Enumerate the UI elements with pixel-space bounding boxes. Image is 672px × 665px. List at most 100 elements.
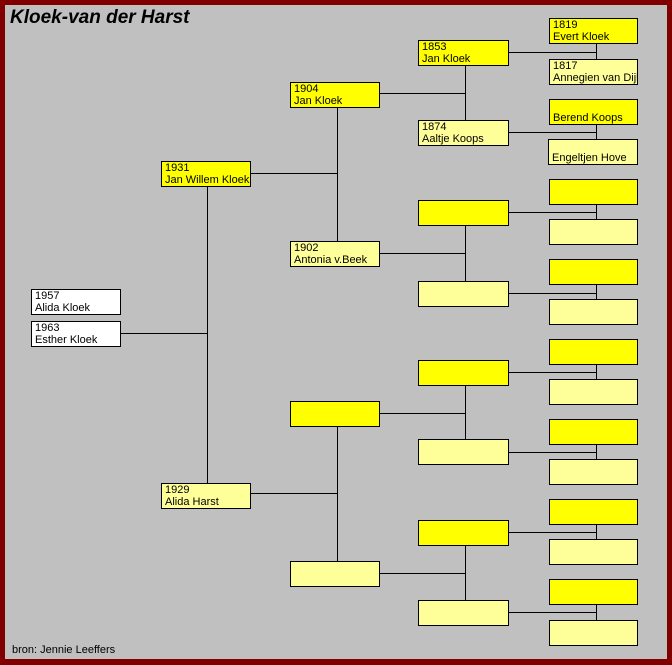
person-box-grandparent[interactable] [290,561,380,587]
person-year: 1929 [165,484,190,496]
person-year: 1817 [553,60,578,72]
person-name: Annegien van Dijk [553,72,638,84]
person-year [553,540,637,552]
person-year [552,140,637,152]
person-name [553,633,637,645]
person-box-gg-grandparent[interactable] [549,459,638,485]
person-year [422,361,508,373]
person-year [553,100,637,112]
person-box-gg-grandparent[interactable] [549,419,638,445]
person-box-gg-grandparent[interactable] [549,179,638,205]
person-box-gg-grandparent[interactable] [549,339,638,365]
person-box-gg-grandparent[interactable] [549,539,638,565]
person-name: Alida Harst [165,496,219,508]
connector [120,333,208,334]
person-year [553,460,637,472]
person-name [553,432,637,444]
person-name: Jan Kloek [294,95,343,107]
connector [379,253,466,254]
person-box-great-grandparent[interactable] [418,360,509,386]
person-box-great-grandparent[interactable] [418,281,509,307]
person-box-gg-grandparent[interactable] [549,379,638,405]
person-name [553,192,637,204]
person-name [422,294,508,306]
person-box-gg-grandparent[interactable] [549,219,638,245]
person-year [294,562,379,574]
connector [508,132,596,133]
connector [379,413,466,414]
person-box-great-grandparent[interactable] [418,600,509,626]
person-name [422,533,508,545]
connector [465,545,466,600]
connector [596,204,597,219]
person-name: Antonia v.Beek [294,254,368,266]
person-name [422,213,508,225]
person-name: Esther Kloek [35,334,98,346]
connector [250,173,338,174]
person-name [553,272,637,284]
person-year [553,340,637,352]
person-year [553,621,637,633]
person-name [553,352,637,364]
person-year [553,260,637,272]
person-year [553,180,637,192]
connector [379,93,466,94]
person-year [294,402,379,414]
connector [596,284,597,299]
connector [337,107,338,241]
connector [207,186,208,483]
person-year [553,300,637,312]
person-box-gg-grandparent[interactable] [549,499,638,525]
person-year [422,521,508,533]
person-box-great-grandparent[interactable] [418,439,509,465]
person-name [422,613,508,625]
person-box-grandparent[interactable] [290,401,380,427]
connector [337,426,338,561]
person-box-gg-grandparent[interactable] [549,579,638,605]
family-tree: Kloek-van der Harst bron: Jennie Leeffer… [5,5,667,659]
person-box-gg-grandparent[interactable]: Berend Koops [549,99,638,125]
connector [596,604,597,620]
person-year: 1853 [422,41,447,53]
person-box-great-grandparent[interactable] [418,200,509,226]
person-name: Aaltje Koops [422,133,484,145]
person-name: Evert Kloek [553,31,610,43]
connector [508,293,596,294]
connector [508,372,596,373]
person-name: Jan Kloek [422,53,471,65]
person-box-gg-grandparent[interactable] [549,259,638,285]
person-name [422,373,508,385]
person-year: 1902 [294,242,319,254]
person-box-gg-grandparent[interactable] [549,299,638,325]
person-name: Alida Kloek [35,302,91,314]
person-name: Berend Koops [553,112,623,124]
person-name [553,592,637,604]
person-name [553,312,637,324]
person-name [553,392,637,404]
connector [508,532,596,533]
person-box-gg-grandparent[interactable]: Engeltjen Hove [548,139,638,165]
person-year [422,201,508,213]
person-year: 1963 [35,322,60,334]
person-year [422,440,508,452]
connector [508,452,596,453]
person-box-great-grandparent[interactable] [418,520,509,546]
person-name: Jan Willem Kloek [165,174,250,186]
person-box-gg-grandparent[interactable] [549,620,638,646]
person-year [422,282,508,294]
connector [596,444,597,459]
person-name: Engeltjen Hove [552,152,627,164]
connector [508,212,596,213]
connector [465,65,466,120]
connector [465,225,466,281]
